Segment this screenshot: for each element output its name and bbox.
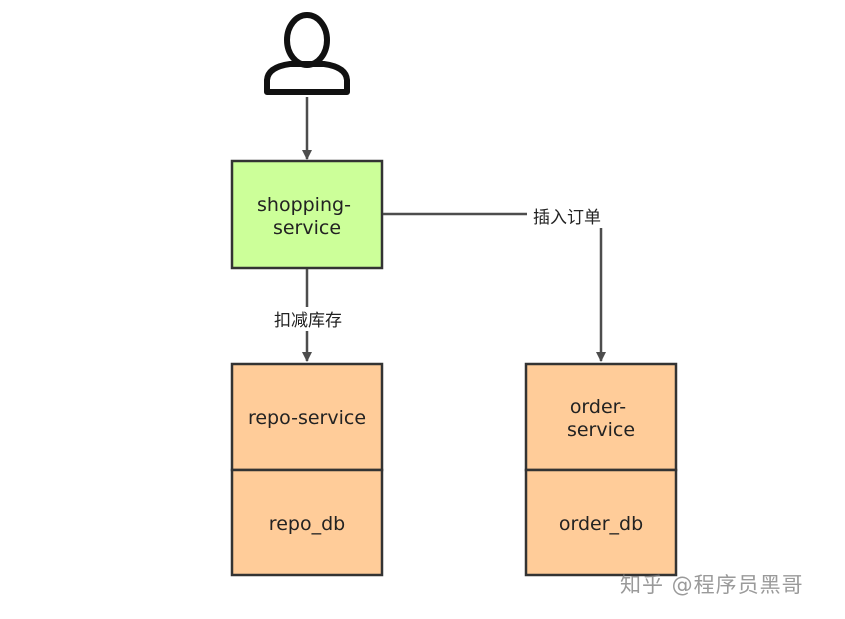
order-service-node: [524, 362, 678, 472]
edge-shopping-to-order: [383, 212, 606, 362]
repo-db-label: repo_db: [269, 513, 345, 535]
shopping-service-label-line2: service: [273, 217, 341, 239]
repo-service-label: repo-service: [248, 407, 366, 429]
order-stack: order- service order_db: [524, 362, 678, 577]
edge-label-deduct-stock: 扣减库存: [274, 311, 342, 331]
edge-label-bg: [527, 204, 607, 228]
user-icon: [264, 12, 350, 95]
order-db-label: order_db: [559, 513, 643, 535]
repo-stack: repo-service repo_db: [230, 362, 384, 577]
order-db-node: [524, 468, 678, 577]
svg-text:shopping- service: shopping- service: [257, 194, 357, 239]
order-service-label-line1: order-: [570, 396, 626, 418]
watermark-text: 知乎 @程序员黑哥: [620, 573, 804, 597]
repo-db-node: [230, 468, 384, 577]
order-service-label-line2: service: [567, 419, 635, 441]
shopping-service-label-line1: shopping-: [257, 194, 351, 216]
edge-label-insert-order: 插入订单: [533, 208, 601, 228]
repo-service-node: [230, 362, 384, 472]
svg-text:order- service: order- service: [567, 396, 635, 441]
shopping-service-node: shopping- service: [230, 159, 384, 270]
edge-label-bg: [267, 307, 349, 331]
